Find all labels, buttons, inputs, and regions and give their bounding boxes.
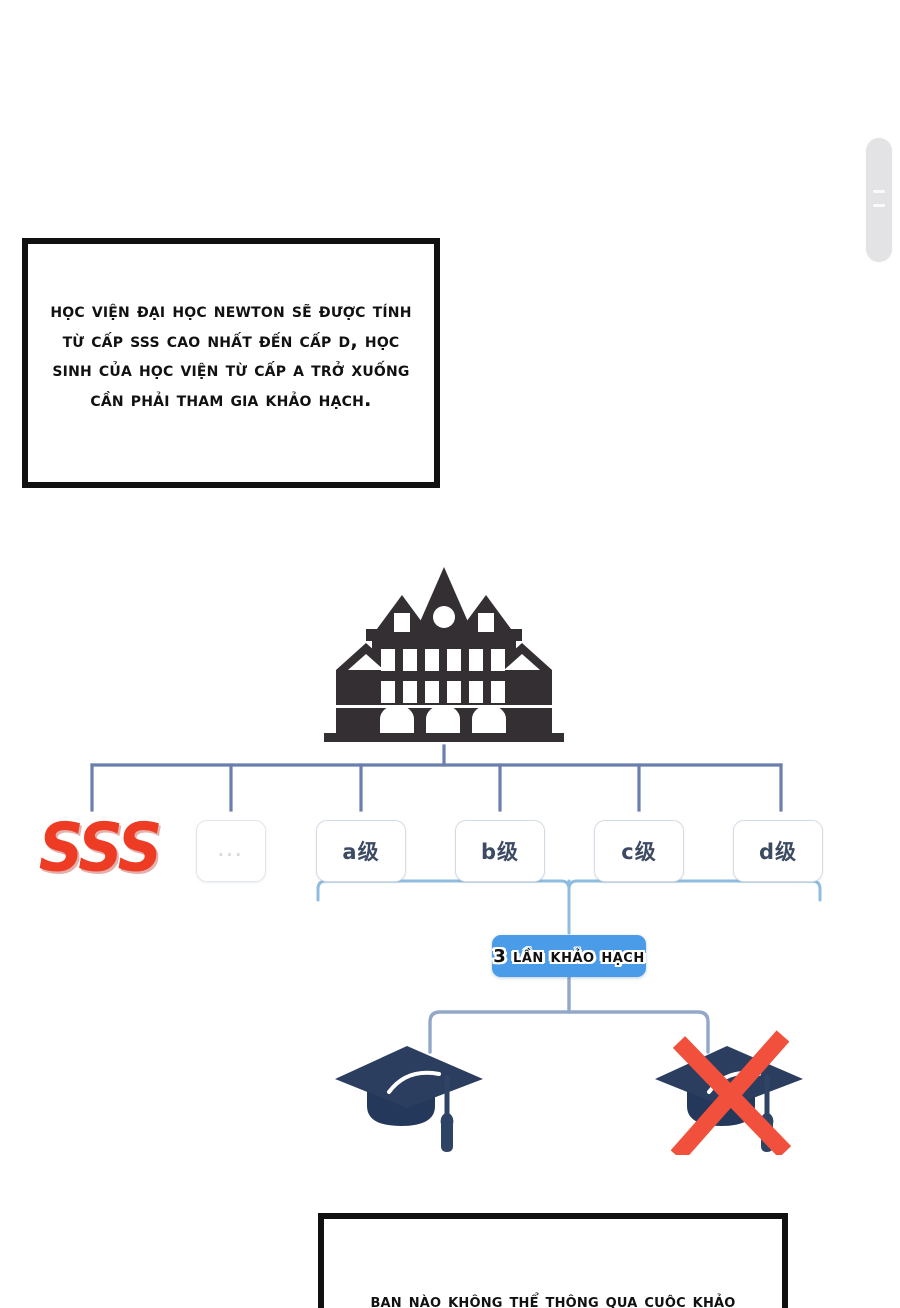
- level-label-a: a级: [316, 820, 406, 882]
- level-nodes-row: SSS ... a级 b级 c级 d级: [0, 813, 900, 889]
- level-label-c: c级: [594, 820, 684, 882]
- exam-count-badge-label: 3 lần khảo hạch: [493, 945, 645, 967]
- red-cross-mark: [670, 1030, 792, 1155]
- graduation-cap-icon: [335, 1030, 485, 1155]
- scrollbar-grip-line: [873, 190, 885, 193]
- level-node-ellipsis[interactable]: ...: [196, 820, 266, 882]
- level-label-b: b级: [455, 820, 545, 882]
- exam-count-badge[interactable]: 3 lần khảo hạch: [492, 935, 646, 977]
- level-label-d: d级: [733, 820, 823, 882]
- level-node-sss[interactable]: SSS: [28, 809, 170, 887]
- caption-box-bottom: Bạn nào không thể thông qua cuộc khảo: [318, 1213, 788, 1308]
- level-label-ellipsis: ...: [196, 820, 266, 882]
- university-building-icon: [318, 565, 570, 750]
- level-label-sss: SSS: [38, 808, 163, 887]
- vertical-scrollbar-track[interactable]: [866, 138, 892, 262]
- level-node-b[interactable]: b级: [455, 820, 545, 882]
- vertical-scrollbar-thumb[interactable]: [866, 138, 892, 262]
- caption-bottom-text: Bạn nào không thể thông qua cuộc khảo: [370, 1290, 736, 1308]
- graduation-cap-crossed-icon: [655, 1030, 805, 1155]
- diagram-connectors: [90, 744, 822, 1054]
- level-node-c[interactable]: c级: [594, 820, 684, 882]
- level-node-a[interactable]: a级: [316, 820, 406, 882]
- caption-top-text: Học viện đại học Newton sẽ được tính từ …: [50, 299, 412, 411]
- caption-box-top: Học viện đại học Newton sẽ được tính từ …: [22, 238, 440, 488]
- scrollbar-grip-line: [873, 204, 885, 207]
- ranking-diagram: SSS ... a级 b级 c级 d级 3 lần khảo hạch: [0, 560, 900, 1210]
- level-node-d[interactable]: d级: [733, 820, 823, 882]
